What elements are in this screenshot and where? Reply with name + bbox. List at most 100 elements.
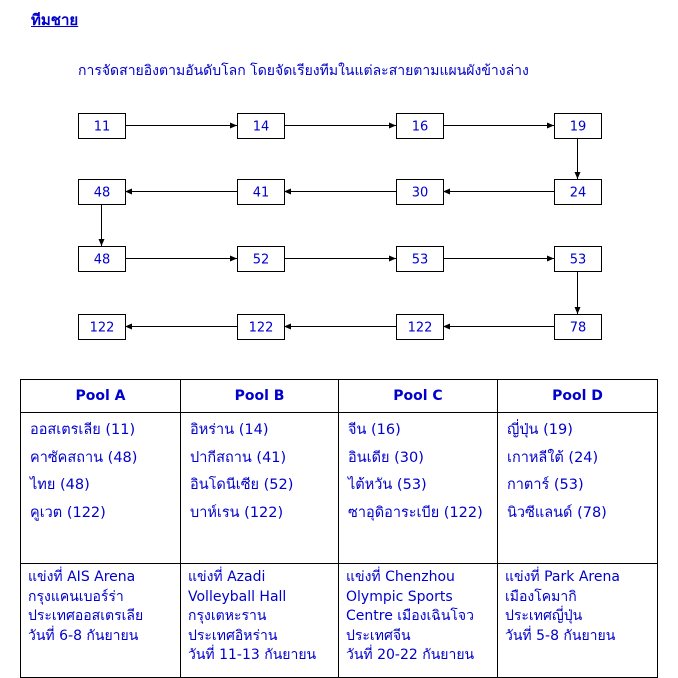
- pool-a-teams: ออสเตรเลีย (11) คาซัคสถาน (48) ไทย (48) …: [20, 412, 181, 564]
- team-entry: กาตาร์ (53): [507, 477, 584, 493]
- seed-node-box: [396, 179, 444, 205]
- seed-node-label: 24: [570, 186, 587, 201]
- team-entry: ซาอุดิอาระเบีย (122): [348, 504, 483, 521]
- team-entry: ญี่ปุ่น (19): [507, 422, 573, 438]
- seed-node-box: [237, 246, 285, 272]
- pool-c-venue: แข่งที่ Chenzhou Olympic Sports Centre เ…: [338, 563, 498, 678]
- seed-node-label: 30: [412, 186, 429, 201]
- pool-b-header: Pool B: [180, 379, 339, 413]
- venue-line: กรุงเตหะราน: [188, 608, 267, 624]
- venue-line: Volleyball Hall: [188, 588, 287, 605]
- seed-node: 48: [78, 246, 126, 272]
- seed-node-label: 122: [90, 321, 115, 336]
- seed-node-label: 122: [408, 321, 433, 336]
- pools-teams-row: ออสเตรเลีย (11) คาซัคสถาน (48) ไทย (48) …: [20, 412, 658, 564]
- pools-venue-row: แข่งที่ AIS Arena กรุงแคนเบอร์ร่า ประเทศ…: [20, 563, 658, 678]
- seed-node-label: 14: [253, 120, 270, 135]
- pool-d-header: Pool D: [497, 379, 658, 413]
- seed-node-label: 122: [249, 321, 274, 336]
- team-entry: ออสเตรเลีย (11): [30, 422, 136, 438]
- seed-node: 53: [396, 246, 444, 272]
- seed-node-box: [554, 246, 602, 272]
- seeding-description: การจัดสายอิงตามอันดับโลก โดยจัดเรียงทีมใ…: [78, 63, 529, 79]
- seed-node-label: 16: [412, 120, 429, 135]
- seed-node: 24: [554, 179, 602, 205]
- seed-node: 48: [78, 179, 126, 205]
- venue-line: แข่งที่ Azadi: [188, 569, 266, 585]
- seed-node-box: [554, 113, 602, 139]
- venue-line: ประเทศญี่ปุ่น: [505, 608, 583, 624]
- pool-a-header: Pool A: [20, 379, 181, 413]
- venue-line: Centre เมืองเฉินโจว: [346, 608, 474, 624]
- seed-node-label: 48: [94, 253, 111, 268]
- pool-b-teams: อิหร่าน (14) ปากีสถาน (41) อินโดนีเซีย (…: [180, 412, 339, 564]
- team-entry: อินเดีย (30): [348, 449, 424, 466]
- venue-line: แข่งที่ Chenzhou: [346, 569, 455, 585]
- pool-c-teams: จีน (16) อินเดีย (30) ไต้หวัน (53) ซาอุด…: [338, 412, 498, 564]
- seed-node-box: [237, 113, 285, 139]
- seed-node: 14: [237, 113, 285, 139]
- seed-node-box: [396, 246, 444, 272]
- seed-node-box: [78, 113, 126, 139]
- team-entry: อิหร่าน (14): [190, 422, 269, 438]
- seed-node-label: 41: [253, 186, 270, 201]
- team-entry: อินโดนีเซีย (52): [190, 477, 294, 493]
- serpentine-seeding-diagram: 11 14 16 19 48 41 30 24 48 52 53 53 122 122 122 78: [78, 113, 602, 340]
- seed-node-label: 53: [570, 253, 587, 268]
- venue-line: วันที่ 11-13 กันยายน: [188, 647, 317, 663]
- venue-line: กรุงแคนเบอร์ร่า: [28, 588, 124, 605]
- pools-table: Pool A Pool B Pool C Pool D ออสเตรเลีย (…: [20, 379, 658, 678]
- team-entry: ปากีสถาน (41): [190, 449, 287, 466]
- seed-node-label: 52: [253, 253, 270, 268]
- team-entry: บาห์เรน (122): [190, 504, 284, 521]
- venue-line: วันที่ 20-22 กันยายน: [346, 647, 475, 663]
- seed-node: 122: [78, 314, 126, 340]
- seed-node-label: 48: [94, 186, 111, 201]
- seed-node-box: [78, 314, 126, 340]
- team-entry: จีน (16): [348, 422, 401, 438]
- venue-line: วันที่ 5-8 กันยายน: [505, 627, 616, 644]
- page-heading: ทีมชาย: [31, 11, 79, 29]
- venue-line: วันที่ 6-8 กันยายน: [28, 627, 139, 644]
- venue-line: เมืองโคมากิ: [505, 588, 577, 605]
- seed-node-label: 78: [570, 321, 587, 336]
- seed-node: 11: [78, 113, 126, 139]
- seed-node-label: 11: [94, 120, 111, 135]
- seed-node-box: [554, 314, 602, 340]
- seed-node: 122: [396, 314, 444, 340]
- venue-line: แข่งที่ Park Arena: [505, 569, 620, 585]
- seed-node-box: [396, 113, 444, 139]
- pools-header-row: Pool A Pool B Pool C Pool D: [20, 379, 658, 413]
- seed-node: 30: [396, 179, 444, 205]
- seed-node: 19: [554, 113, 602, 139]
- team-entry: ไต้หวัน (53): [348, 477, 427, 493]
- seed-node-box: [237, 314, 285, 340]
- team-entry: คูเวต (122): [30, 504, 106, 521]
- team-entry: คาซัคสถาน (48): [30, 449, 138, 466]
- seed-node: 52: [237, 246, 285, 272]
- pool-a-venue: แข่งที่ AIS Arena กรุงแคนเบอร์ร่า ประเทศ…: [20, 563, 181, 678]
- seed-node: 53: [554, 246, 602, 272]
- team-entry: ไทย (48): [30, 477, 90, 493]
- seed-node: 41: [237, 179, 285, 205]
- venue-line: ประเทศออสเตรเลีย: [28, 608, 144, 624]
- venue-line: แข่งที่ AIS Arena: [28, 569, 136, 585]
- seed-node-box: [554, 179, 602, 205]
- pool-c-header: Pool C: [338, 379, 498, 413]
- pool-d-teams: ญี่ปุ่น (19) เกาหลีใต้ (24) กาตาร์ (53) …: [497, 412, 658, 564]
- seed-node-label: 53: [412, 253, 429, 268]
- pool-b-venue: แข่งที่ Azadi Volleyball Hall กรุงเตหะรา…: [180, 563, 339, 678]
- team-entry: เกาหลีใต้ (24): [507, 449, 599, 466]
- seed-node-box: [78, 246, 126, 272]
- seed-node-label: 19: [570, 120, 587, 135]
- seed-node-box: [78, 179, 126, 205]
- venue-line: Olympic Sports: [346, 588, 453, 605]
- pool-d-venue: แข่งที่ Park Arena เมืองโคมากิ ประเทศญี่…: [497, 563, 658, 678]
- venue-line: ประเทศอิหร่าน: [188, 627, 278, 644]
- seed-node-box: [396, 314, 444, 340]
- seed-node-box: [237, 179, 285, 205]
- seed-node: 122: [237, 314, 285, 340]
- venue-line: ประเทศจีน: [346, 627, 411, 644]
- team-entry: นิวซีแลนด์ (78): [507, 504, 607, 521]
- seed-node: 16: [396, 113, 444, 139]
